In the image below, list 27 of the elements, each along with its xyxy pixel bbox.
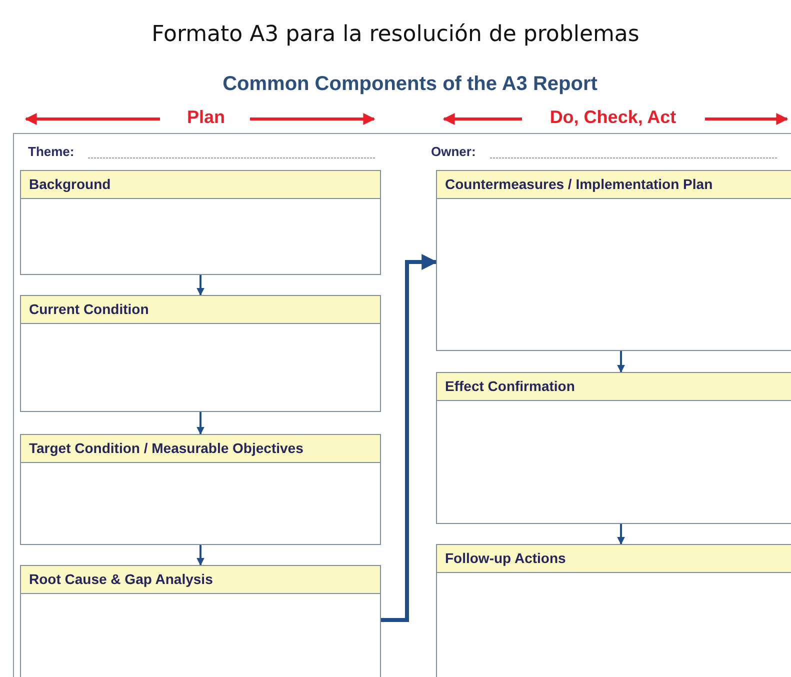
form-frame [13,133,791,677]
section-heading: Effect Confirmation [437,373,791,401]
section-heading: Target Condition / Measurable Objectives [21,435,380,463]
phase-label: Plan [186,107,226,128]
arrow [196,275,204,296]
section-box [20,295,381,412]
arrow [617,524,625,545]
section-heading: Countermeasures / Implementation Plan [437,171,791,199]
section-box [436,372,791,524]
section-box [436,544,791,677]
section-box [20,565,381,677]
section-box [20,434,381,545]
arrow [196,545,204,566]
field-label: Theme: [28,144,74,159]
page-title: Formato A3 para la resolución de problemas [150,22,640,47]
field-label: Owner: [431,144,476,159]
section-heading: Background [21,171,380,199]
phase-label: Do, Check, Act [548,107,678,128]
section-heading: Root Cause & Gap Analysis [21,566,380,594]
arrow [196,412,204,435]
section-box [20,170,381,275]
arrow [617,351,625,373]
arrow [381,254,438,622]
report-heading: Common Components of the A3 Report [222,73,598,96]
section-heading: Current Condition [21,296,380,324]
section-heading: Follow-up Actions [437,545,791,573]
section-box [436,170,791,351]
